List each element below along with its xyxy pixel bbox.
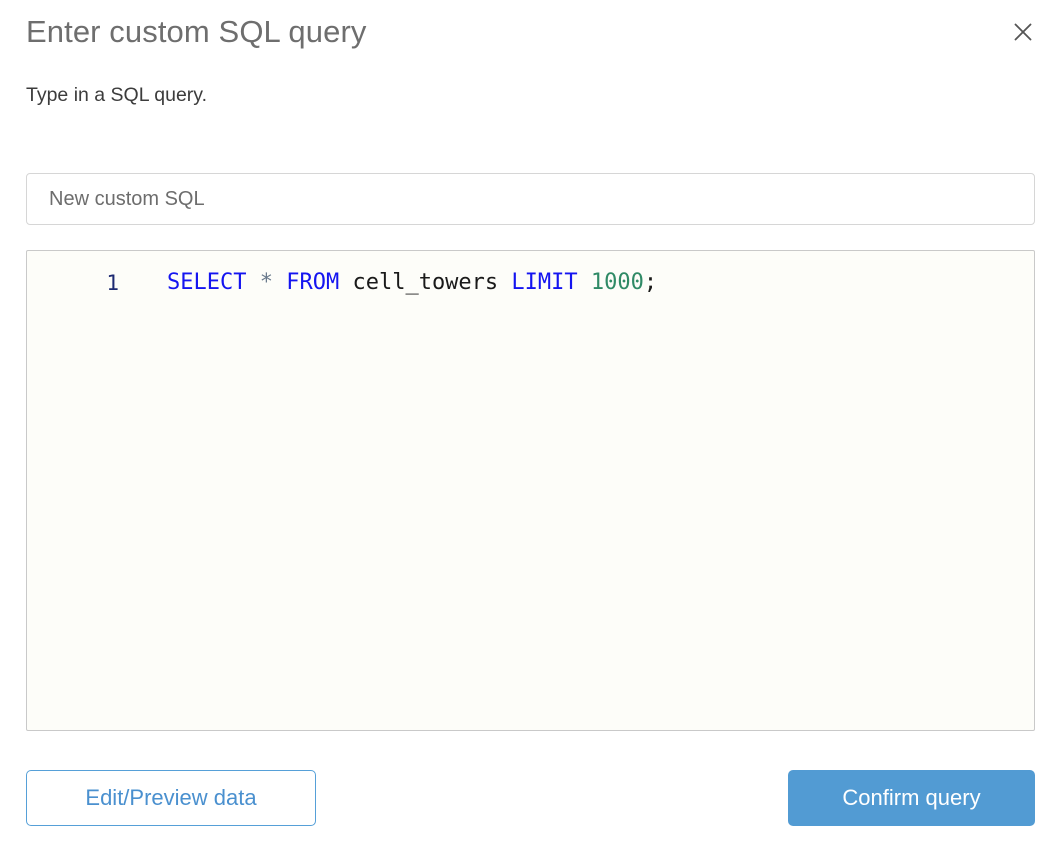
sql-token-star: * [259,270,273,295]
confirm-query-button[interactable]: Confirm query [788,770,1035,826]
sql-token-space-2 [273,270,286,295]
sql-token-space-5 [578,270,591,295]
sql-token-limit-value: 1000 [590,270,644,295]
sql-code-editor[interactable]: 1 SELECT * FROM cell_towers LIMIT 1000; [26,250,1035,731]
close-button[interactable] [1007,16,1039,48]
sql-token-limit: LIMIT [511,270,578,295]
dialog-subtitle: Type in a SQL query. [26,84,208,106]
code-line-content[interactable]: SELECT * FROM cell_towers LIMIT 1000; [119,267,657,299]
page-title: Enter custom SQL query [26,14,367,49]
sql-token-table-name: cell_towers [352,270,499,295]
line-number-gutter: 1 [106,271,119,295]
sql-token-space-4 [498,270,511,295]
query-name-input[interactable] [26,173,1035,225]
code-line-row: 1 SELECT * FROM cell_towers LIMIT 1000; [27,267,1034,299]
sql-token-space-3 [339,270,352,295]
sql-token-select: SELECT [167,270,247,295]
sql-token-semicolon: ; [643,270,658,295]
sql-token-space-1 [246,270,259,295]
close-icon [1012,21,1034,43]
sql-token-from: FROM [286,270,340,295]
edit-preview-data-button[interactable]: Edit/Preview data [26,770,316,826]
